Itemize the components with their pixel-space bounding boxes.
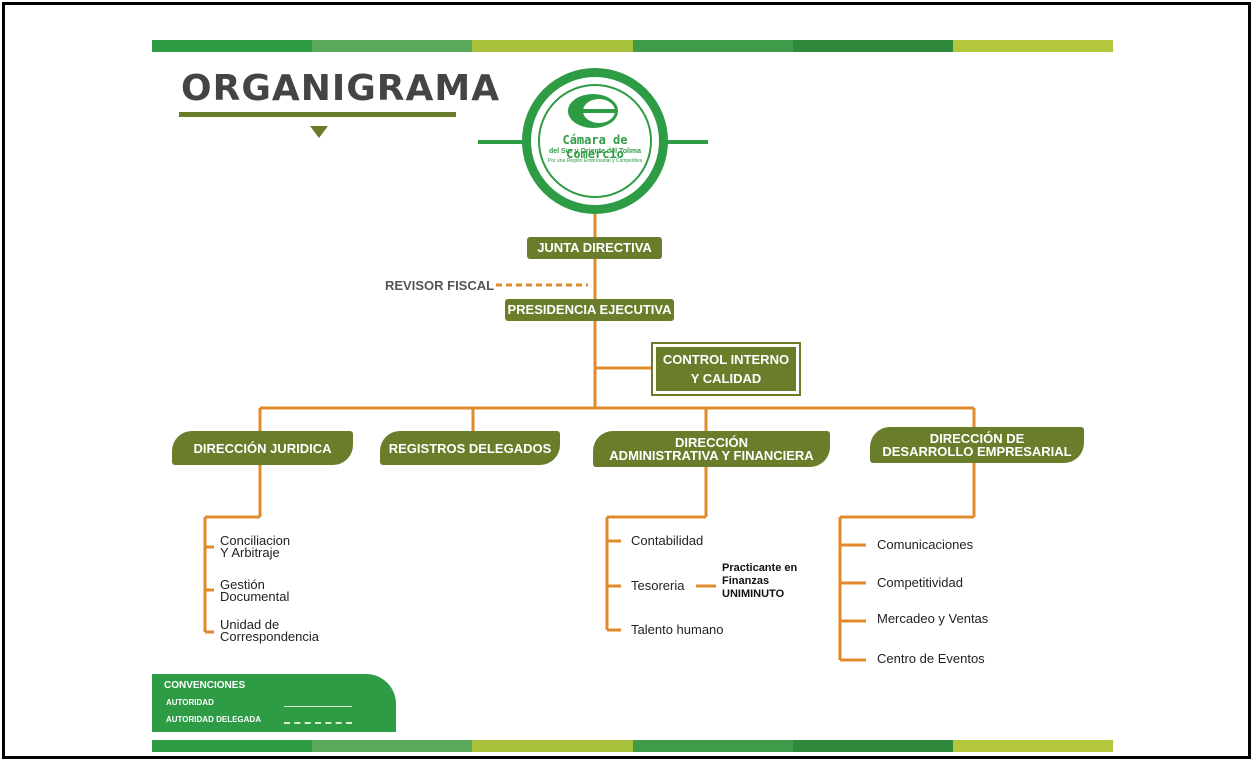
conventions-legend: CONVENCIONES AUTORIDAD AUTORIDAD DELEGAD… [152, 674, 396, 732]
list-item: Tesoreria [631, 578, 685, 593]
list-item: Mercadeo y Ventas [877, 611, 989, 626]
direccion-juridica-node: DIRECCIÓN JURIDICA [172, 431, 353, 465]
desarrollo-line2: DESARROLLO EMPRESARIAL [882, 444, 1072, 459]
legend-authority-label: AUTORIDAD [166, 698, 214, 707]
logo-region: del Sur y Oriente del Tolima [548, 148, 642, 155]
chamber-logo: Cámara de Comercio del Sur y Oriente del… [522, 68, 668, 214]
desarrollo-line1: DIRECCIÓN DE [929, 431, 1025, 446]
list-item: Contabilidad [631, 533, 704, 548]
logo-emblem-icon [568, 94, 618, 128]
list-item: Talento humano [631, 622, 724, 637]
list-item: Centro de Eventos [877, 651, 985, 666]
title-underline [179, 112, 456, 117]
list-item: Competitividad [877, 575, 963, 590]
page-title: ORGANIGRAMA [181, 68, 501, 109]
registros-delegados-node: REGISTROS DELEGADOS [380, 431, 560, 465]
bottom-stripe [152, 740, 1114, 752]
direccion-desarrollo-node: DIRECCIÓN DE DESARROLLO EMPRESARIAL [870, 427, 1084, 463]
conventions-heading: CONVENCIONES [164, 680, 246, 691]
control-interno-line2: Y CALIDAD [690, 371, 762, 386]
legend-solid-line [284, 706, 352, 707]
junta-directiva-node: JUNTA DIRECTIVA [527, 237, 662, 259]
control-interno-line1: CONTROL INTERNO [662, 352, 790, 367]
logo-tagline: Por una Región Empresarial y Competitiva [547, 158, 643, 164]
legend-dashed-line [284, 722, 352, 724]
list-item: Comunicaciones [877, 537, 974, 552]
logo-name: Cámara de Comercio [562, 133, 628, 161]
presidencia-ejecutiva-node: PRESIDENCIA EJECUTIVA [505, 299, 674, 321]
legend-delegated-label: AUTORIDAD DELEGADA [166, 715, 261, 724]
top-stripe [152, 40, 1114, 52]
control-interno-node: CONTROL INTERNO Y CALIDAD [651, 342, 801, 396]
direccion-administrativa-node: DIRECCIÓN ADMINISTRATIVA Y FINANCIERA [593, 431, 830, 467]
admin-line1: DIRECCIÓN [675, 435, 748, 450]
title-triangle-icon [310, 126, 328, 138]
admin-line2: ADMINISTRATIVA Y FINANCIERA [609, 448, 814, 463]
revisor-fiscal-label: REVISOR FISCAL [385, 278, 495, 293]
